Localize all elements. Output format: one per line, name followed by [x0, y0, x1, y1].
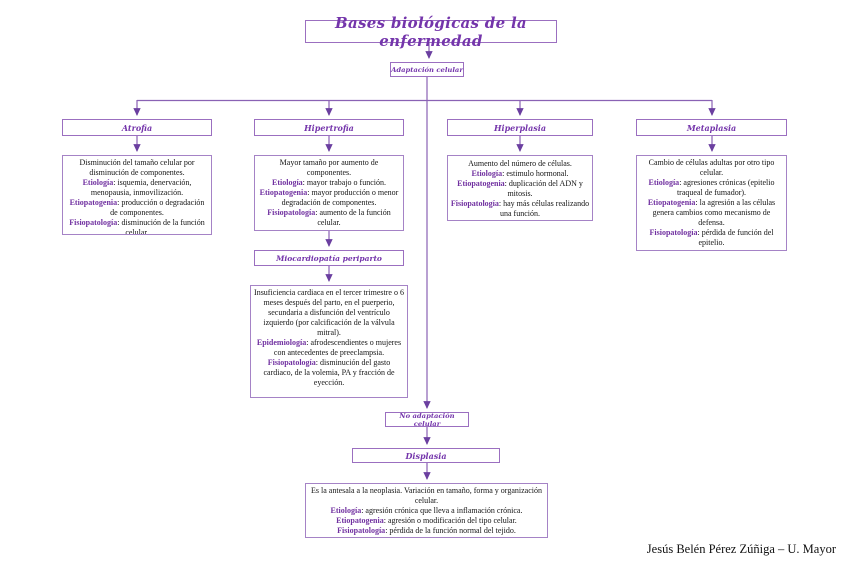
node-no-adaptacion-celular-label: No adaptación celular: [399, 411, 455, 428]
node-metaplasia-label: Metaplasia: [686, 122, 737, 133]
node-adaptacion-celular: Adaptación celular: [390, 62, 464, 77]
desc-miocardiopatia-periparto: Insuficiencia cardiaca en el tercer trim…: [250, 285, 408, 398]
author-attribution: Jesús Belén Pérez Zúñiga – U. Mayor: [646, 542, 836, 556]
node-atrofia: Atrofia: [62, 119, 212, 136]
desc-hipertrofia: Mayor tamaño por aumento de componentes.…: [254, 155, 404, 231]
node-miocardiopatia-periparto: Miocardiopatía periparto: [254, 250, 404, 266]
node-displasia-label: Displasia: [405, 450, 447, 461]
node-hipertrofia: Hipertrofia: [254, 119, 404, 136]
node-hiperplasia-label: Hiperplasia: [493, 122, 547, 133]
node-miocardiopatia-periparto-label: Miocardiopatía periparto: [276, 253, 382, 263]
node-displasia: Displasia: [352, 448, 500, 463]
page-title-text: Bases biológicas de la enfermedad: [335, 13, 527, 50]
node-adaptacion-celular-label: Adaptación celular: [391, 65, 463, 74]
node-atrofia-label: Atrofia: [121, 122, 153, 133]
desc-hiperplasia: Aumento del número de células.Etiología:…: [447, 155, 593, 221]
node-metaplasia: Metaplasia: [636, 119, 787, 136]
page-title: Bases biológicas de la enfermedad: [305, 14, 557, 50]
node-hipertrofia-label: Hipertrofia: [304, 122, 354, 133]
desc-metaplasia: Cambio de células adultas por otro tipo …: [636, 155, 787, 251]
desc-displasia: Es la antesala a la neoplasia. Variación…: [305, 483, 548, 538]
node-no-adaptacion-celular: No adaptación celular: [385, 411, 469, 428]
desc-atrofia: Disminución del tamaño celular por dismi…: [62, 155, 212, 235]
node-hiperplasia: Hiperplasia: [447, 119, 593, 136]
